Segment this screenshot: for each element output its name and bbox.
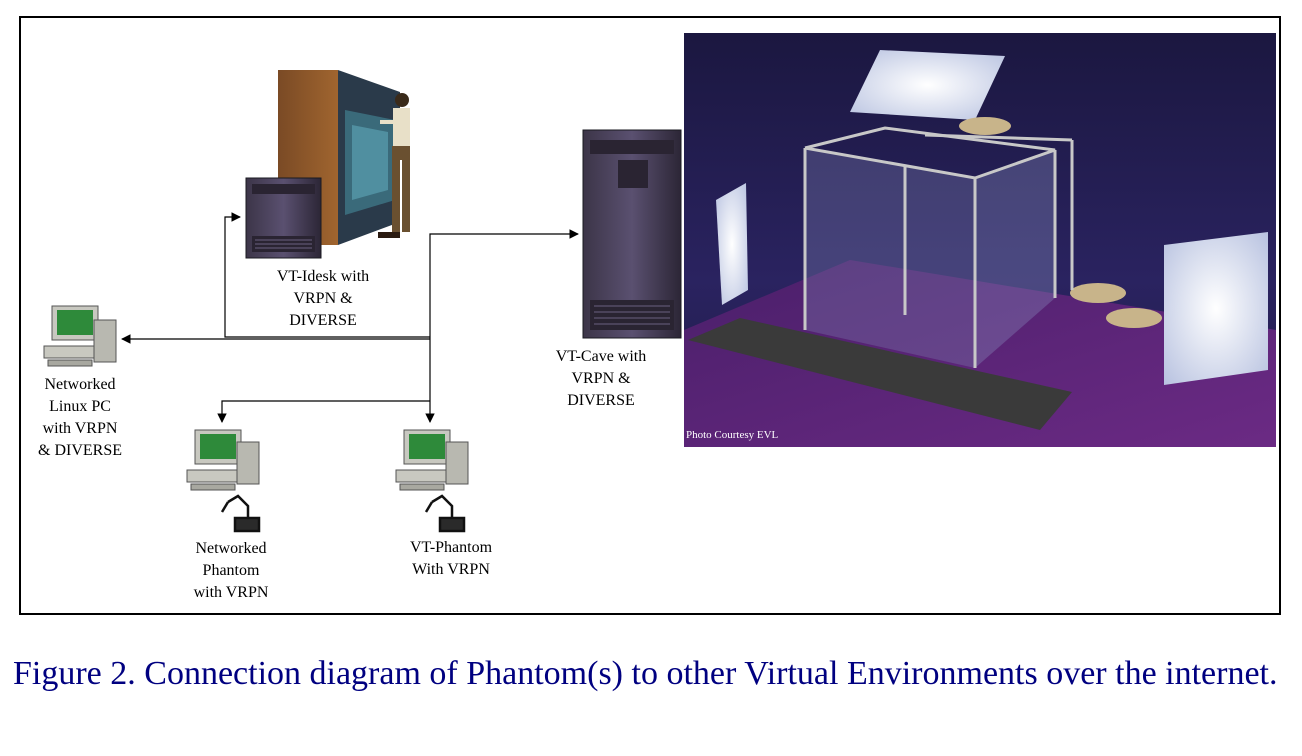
- desktop-pc-icon: [186, 429, 260, 491]
- haptic-arm-icon: [424, 494, 466, 533]
- haptic-arm-icon: [220, 494, 261, 533]
- connection-lines: [121, 212, 579, 423]
- tower-computer-icon: [582, 129, 682, 339]
- cave-structure-icon: [684, 33, 1276, 447]
- link-hub-to-cave: [429, 229, 579, 339]
- photo-credit: Photo Courtesy EVL: [686, 429, 779, 441]
- net-phantom-label: Networked Phantom with VRPN: [193, 540, 269, 601]
- workstation-icon: [245, 177, 322, 259]
- desktop-pc-icon: [395, 429, 469, 491]
- link-hub-to-net-phantom: [217, 400, 430, 423]
- cave-label: VT-Cave with VRPN & DIVERSE: [555, 348, 647, 409]
- link-hub-to-idesk: [224, 212, 430, 338]
- desktop-pc-icon: [43, 305, 117, 367]
- idesk-label: VT-Idesk with VRPN & DIVERSE: [276, 268, 370, 329]
- vt-phantom-label: VT-Phantom With VRPN: [409, 539, 493, 578]
- linux-pc-label: Networked Linux PC with VRPN & DIVERSE: [38, 376, 122, 459]
- figure-caption: Figure 2. Connection diagram of Phantom(…: [13, 655, 1278, 692]
